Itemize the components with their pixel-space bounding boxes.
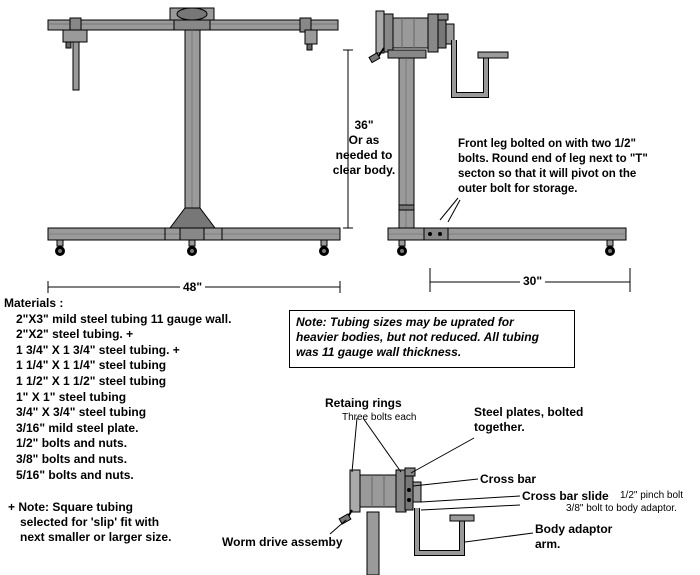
side-view: [368, 10, 627, 257]
materials-item: 3/16" mild steel plate.: [16, 420, 139, 435]
front-width-label: 48": [180, 280, 206, 295]
tubing-note-box: Note: Tubing sizes may be uprated for he…: [289, 310, 575, 368]
height-line: 36": [354, 118, 374, 132]
front-leg-note-line: bolts. Round end of leg next to "T": [458, 153, 648, 165]
materials-item: 1/2" bolts and nuts.: [16, 436, 128, 451]
body-adaptor-line: Body adaptor: [535, 522, 613, 536]
materials-item: 2"X2" steel tubing. +: [16, 327, 134, 342]
height-dimension-line: [343, 49, 353, 229]
side-drive-drum: [391, 17, 429, 49]
height-line: Or as: [348, 133, 380, 147]
side-width-label: 30": [520, 274, 546, 289]
front-leg-note: Front leg bolted on with two 1/2" bolts.…: [458, 137, 648, 197]
materials-item: 1 1/2" X 1 1/2" steel tubing: [16, 373, 167, 388]
steel-plates-line: together.: [474, 420, 525, 434]
cross-bar-slide-label: Cross bar slide: [522, 489, 609, 503]
height-dimension-label: 36" Or as needed to clear body.: [330, 118, 398, 178]
square-tubing-note: + Note: Square tubing selected for 'slip…: [4, 500, 171, 545]
tubing-note-line: Note: Tubing sizes may be uprated for: [296, 315, 514, 329]
square-tubing-note-line: next smaller or larger size.: [20, 530, 172, 544]
adaptor-bolt-label: 3/8" bolt to body adaptor.: [566, 503, 677, 514]
front-leg-note-line: outer bolt for storage.: [458, 183, 578, 195]
side-vertical-post: [398, 57, 415, 229]
front-vertical-post: [184, 29, 201, 211]
tubing-note-line: heavier bodies, but not reduced. All tub…: [296, 330, 539, 344]
tubing-note-line: was 11 gauge wall thickness.: [296, 345, 462, 359]
detail-drive-drum: [359, 474, 397, 508]
square-tubing-note-line: + Note: Square tubing: [8, 500, 134, 514]
front-leg-note-line: Front leg bolted on with two 1/2": [458, 138, 636, 150]
worm-drive-label: Worm drive assemby: [222, 535, 343, 549]
detail-view: [329, 417, 534, 575]
materials-item: 1 1/4" X 1 1/4" steel tubing: [16, 358, 167, 373]
steel-plates-label: Steel plates, bolted together.: [474, 405, 583, 435]
materials-item: 1 3/4" X 1 3/4" steel tubing. +: [16, 342, 180, 357]
body-adaptor-label: Body adaptor arm.: [535, 522, 612, 552]
materials-item: 1" X 1" steel tubing: [16, 389, 127, 404]
materials-item: 3/4" X 3/4" steel tubing: [16, 405, 147, 420]
square-tubing-note-line: selected for 'slip' fit with: [20, 515, 160, 529]
materials-list: Materials : 2"X3" mild steel tubing 11 g…: [4, 296, 231, 483]
three-bolts-label: Three bolts each: [342, 412, 417, 423]
steel-plates-line: Steel plates, bolted: [474, 405, 584, 419]
cross-bar-label: Cross bar: [480, 472, 537, 486]
materials-item: 5/16" bolts and nuts.: [16, 467, 134, 482]
front-leg-note-line: secton so that it will pivot on the: [458, 168, 637, 180]
height-line: needed to: [335, 148, 393, 162]
materials-item: 2"X3" mild steel tubing 11 gauge wall.: [16, 311, 232, 326]
retaining-rings-label: Retaing rings: [325, 396, 402, 410]
pinch-bolt-label: 1/2" pinch bolt: [620, 490, 684, 501]
front-view: [47, 7, 341, 257]
body-adaptor-line: arm.: [535, 537, 561, 551]
materials-item: 3/8" bolts and nuts.: [16, 451, 128, 466]
materials-title: Materials :: [4, 296, 64, 310]
height-line: clear body.: [332, 163, 396, 177]
